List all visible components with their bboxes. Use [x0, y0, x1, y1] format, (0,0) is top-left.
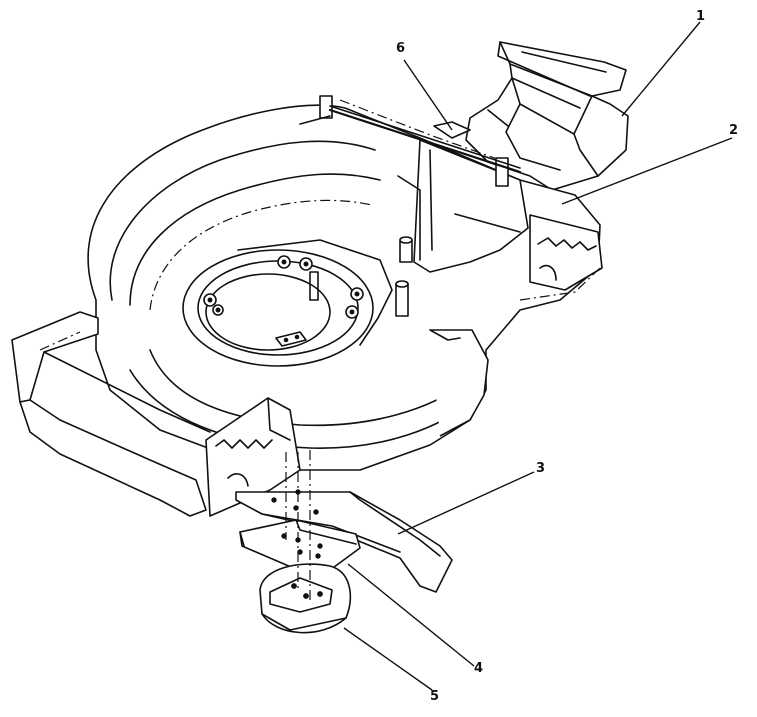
callout-6: 6 [396, 41, 405, 56]
callout-3: 3 [536, 461, 545, 476]
part-5-base-cup [259, 563, 352, 634]
front-bumper [11, 311, 211, 517]
part-2-housing-deck [87, 95, 603, 471]
part-3-blade [235, 489, 453, 593]
motor-mount-bolts [203, 255, 364, 347]
leader-lines [343, 21, 733, 691]
callout-1: 1 [696, 9, 705, 24]
front-comb-block [205, 397, 301, 517]
callout-2: 2 [729, 123, 738, 138]
callout-5: 5 [430, 689, 439, 704]
callout-4: 4 [474, 661, 483, 676]
assembly-axis-lines [285, 450, 311, 600]
